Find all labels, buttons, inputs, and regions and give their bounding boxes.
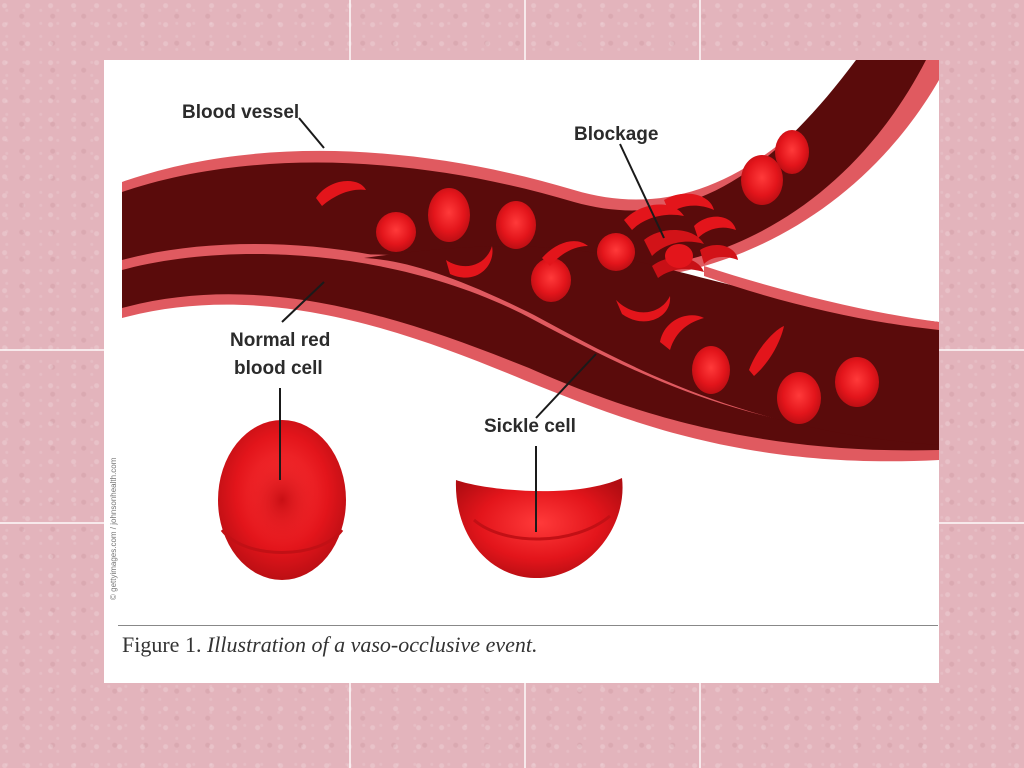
red-blood-cell (531, 258, 571, 302)
sickle-cell (660, 315, 704, 350)
blood-vessel-leader (298, 117, 325, 149)
red-blood-cell (835, 357, 879, 407)
red-blood-cell (775, 130, 809, 174)
sickle-cell (749, 326, 784, 376)
normal-cell-label-line2: blood cell (234, 358, 323, 379)
normal-cell-leader (281, 281, 325, 323)
red-blood-cell (597, 233, 635, 271)
sickle-cell (446, 246, 493, 278)
normal-cell-label-line1: Normal red (230, 330, 330, 351)
red-blood-cell (741, 155, 783, 205)
sickle-cell (316, 180, 366, 206)
red-blood-cell (428, 188, 470, 242)
caption-text: Illustration of a vaso-occlusive event. (206, 632, 538, 657)
red-blood-cell (692, 346, 730, 394)
leader-lines (279, 117, 665, 532)
normal-red-blood-cell (218, 420, 346, 580)
blockage-label: Blockage (574, 124, 658, 145)
red-blood-cell (496, 201, 536, 249)
blockage-leader (619, 143, 665, 239)
sickle-cell (542, 241, 588, 266)
sickle-cell-large (455, 478, 623, 579)
sickle-cell-label: Sickle cell (484, 416, 576, 437)
figure-number: Figure 1. (122, 632, 202, 657)
caption-divider (118, 625, 938, 626)
red-blood-cell (376, 212, 416, 252)
red-blood-cell (777, 372, 821, 424)
sickle-cell (616, 296, 671, 322)
vaso-occlusion-illustration: Blood vessel Blockage Normal red blood c… (109, 60, 939, 600)
blood-vessel-label: Blood vessel (182, 102, 299, 123)
figure-card: Blood vessel Blockage Normal red blood c… (104, 60, 939, 683)
blood-vessel-upper (122, 60, 939, 310)
figure-caption: Figure 1. Illustration of a vaso-occlusi… (122, 632, 922, 658)
image-credit: © gettyimages.com / johnsonhealth.com (109, 457, 118, 600)
sickle-cell-leader (535, 353, 597, 419)
